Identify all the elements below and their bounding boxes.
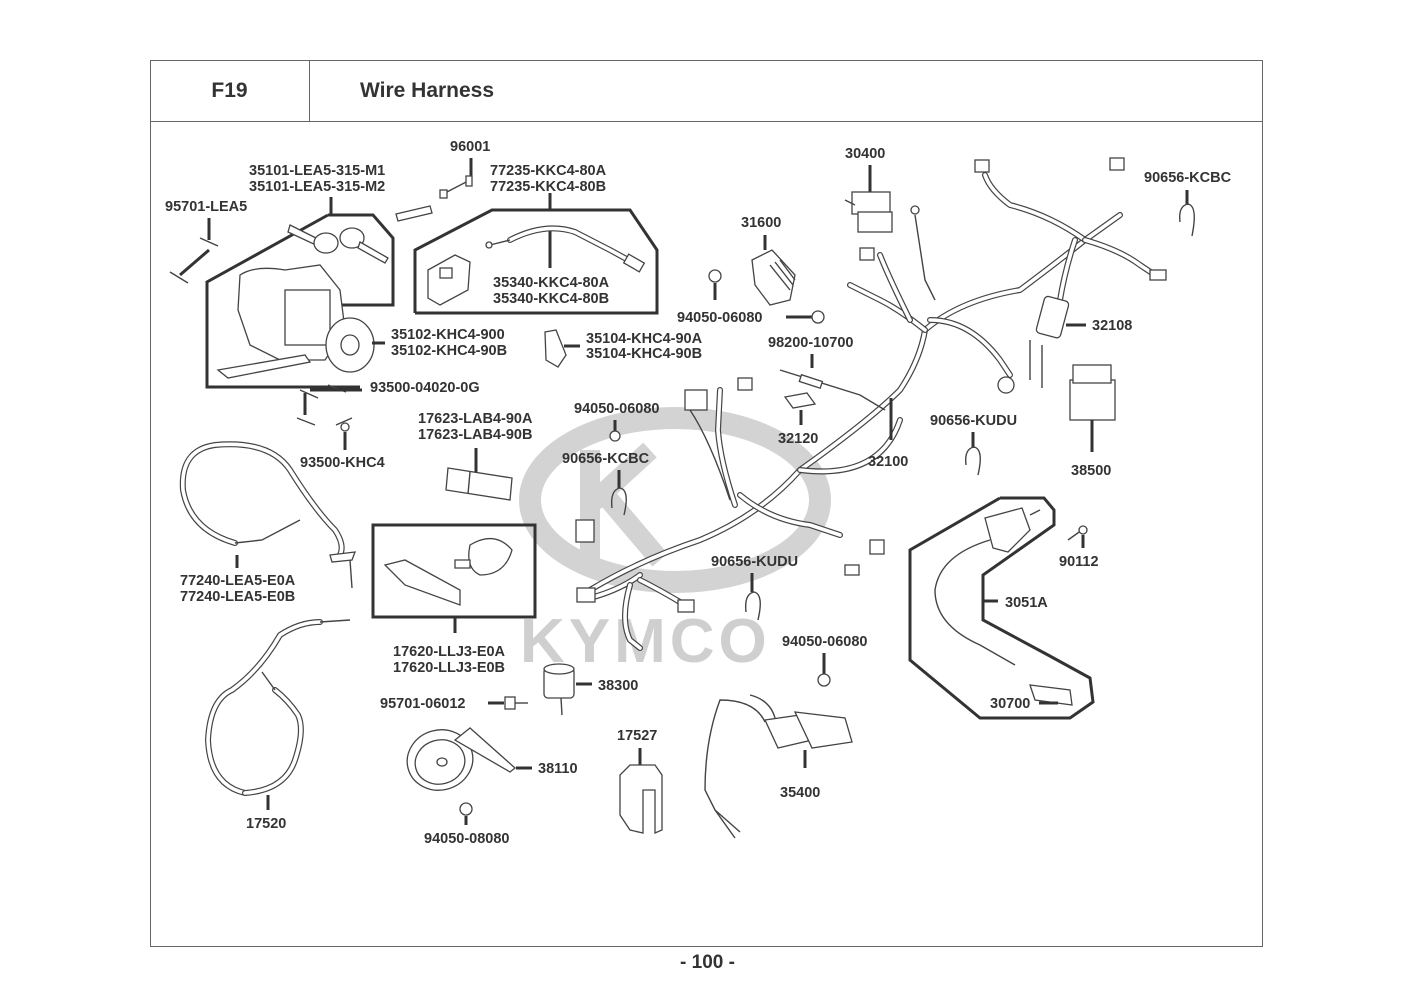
- callout-32100: 32100: [868, 454, 908, 470]
- ignition-switch-group: 35102-KHC4-900 35102-KHC4-90B 35101-LEA5…: [205, 163, 507, 389]
- kymco-watermark: KYMCO: [519, 407, 831, 676]
- callout-94050-a: 94050-06080: [574, 401, 659, 417]
- nut-icon: [609, 430, 621, 442]
- switch-35400-icon: [704, 694, 853, 839]
- fuse-holder-icon: [783, 392, 817, 409]
- starter-relay-icon: [984, 507, 1041, 553]
- callout-98200: 98200-10700: [768, 335, 853, 351]
- flasher-38500-icon: [1069, 364, 1116, 421]
- cover-35104-icon: [544, 329, 567, 368]
- callout-35102-a: 35102-KHC4-900: [391, 327, 505, 343]
- fuse-icon: [779, 369, 886, 411]
- clip-kudu-upper-icon: [964, 446, 981, 476]
- callout-35104-b: 35104-KHC4-90B: [586, 346, 702, 362]
- callout-32108: 32108: [1092, 318, 1132, 334]
- callout-17620-a: 17620-LLJ3-E0A: [393, 644, 506, 660]
- callout-94050-c: 94050-06080: [782, 634, 867, 650]
- screw-khc4-icon: [335, 417, 353, 432]
- nut-upper-icon: [708, 269, 722, 283]
- screw-90112-icon: [1067, 525, 1088, 541]
- label-plate-icon: [395, 205, 433, 222]
- callout-95701-lea5: 95701-LEA5: [165, 199, 247, 215]
- page-number: - 100 -: [680, 952, 735, 973]
- callout-90656-kudu-a: 90656-KUDU: [930, 413, 1017, 429]
- callout-17620-b: 17620-LLJ3-E0B: [393, 660, 505, 676]
- callout-30400: 30400: [845, 146, 885, 162]
- diagram-frame: [150, 60, 1263, 947]
- nut-08080-icon: [459, 802, 473, 816]
- starter-cable-group: 3051A 30700: [908, 496, 1095, 720]
- bolt-06012-icon: [504, 696, 528, 710]
- callout-35340-b: 35340-KKC4-80B: [493, 291, 609, 307]
- callout-90656-kcbc-a: 90656-KCBC: [562, 451, 650, 467]
- callout-17520: 17520: [246, 816, 286, 832]
- callout-35400: 35400: [780, 785, 820, 801]
- harness-32108-icon: [1035, 295, 1070, 339]
- screw-icon: [439, 175, 473, 199]
- callout-32120: 32120: [778, 431, 818, 447]
- callout-38300: 38300: [598, 678, 638, 694]
- callout-77235-a: 77235-KKC4-80A: [490, 163, 607, 179]
- callout-90656-kcbc-b: 90656-KCBC: [1144, 170, 1232, 186]
- header-divider: [310, 121, 1263, 122]
- horn-icon: [406, 727, 517, 791]
- callout-77235-b: 77235-KKC4-80B: [490, 179, 606, 195]
- meter-group: 17620-LLJ3-E0A 17620-LLJ3-E0B: [371, 523, 537, 676]
- handlebar-switch-group: 77235-KKC4-80A 77235-KKC4-80B 35340-KKC4…: [413, 163, 659, 315]
- callout-17527: 17527: [617, 728, 657, 744]
- bracket-icon: [619, 764, 663, 834]
- callout-77240-b: 77240-LEA5-E0B: [180, 589, 295, 605]
- section-code: F19: [150, 60, 310, 122]
- callout-94050-08080: 94050-08080: [424, 831, 509, 847]
- throttle-cable-77240-icon: [179, 441, 356, 589]
- callout-31600: 31600: [741, 215, 781, 231]
- clip-icon: [610, 487, 627, 516]
- callout-35340-a: 35340-KKC4-80A: [493, 275, 610, 291]
- switch-body-icon: [427, 254, 471, 306]
- callout-35104-a: 35104-KHC4-90A: [586, 331, 703, 347]
- callout-77240-a: 77240-LEA5-E0A: [180, 573, 296, 589]
- callout-90656-kudu-b: 90656-KUDU: [711, 554, 798, 570]
- key-icon: [287, 224, 389, 264]
- callout-38110: 38110: [538, 761, 578, 777]
- lens-icon: [445, 467, 513, 501]
- clip-kcbc-right-icon: [1178, 203, 1195, 237]
- bolt-icon: [169, 237, 219, 284]
- callout-90112: 90112: [1059, 554, 1099, 570]
- ignition-lock-icon: [216, 264, 375, 379]
- page-title: Wire Harness: [360, 79, 495, 102]
- callout-17623-b: 17623-LAB4-90B: [418, 427, 532, 443]
- cable-17520-icon: [205, 619, 351, 796]
- callout-96001: 96001: [450, 139, 490, 155]
- callout-93500-khc4: 93500-KHC4: [300, 455, 385, 471]
- callout-93500-04020: 93500-04020-0G: [370, 380, 480, 396]
- callout-30700: 30700: [990, 696, 1030, 712]
- cdi-30400-icon: [844, 191, 893, 233]
- callout-35101-m1: 35101-LEA5-315-M1: [249, 163, 385, 179]
- clip-kudu-lower-icon: [744, 591, 761, 621]
- callout-38500: 38500: [1071, 463, 1111, 479]
- relay-38300-icon: [543, 663, 575, 716]
- callout-35101-m2: 35101-LEA5-315-M2: [249, 179, 385, 195]
- callout-35102-b: 35102-KHC4-90B: [391, 343, 507, 359]
- wire-harness-32100-icon: [575, 157, 1167, 651]
- nut-lower-icon: [817, 673, 831, 687]
- callout-94050-b: 94050-06080: [677, 310, 762, 326]
- regulator-31600-icon: [751, 249, 796, 306]
- callout-95701-06012: 95701-06012: [380, 696, 465, 712]
- callout-3051a: 3051A: [1005, 595, 1048, 611]
- group-box: [205, 213, 360, 389]
- callout-17623-a: 17623-LAB4-90A: [418, 411, 533, 427]
